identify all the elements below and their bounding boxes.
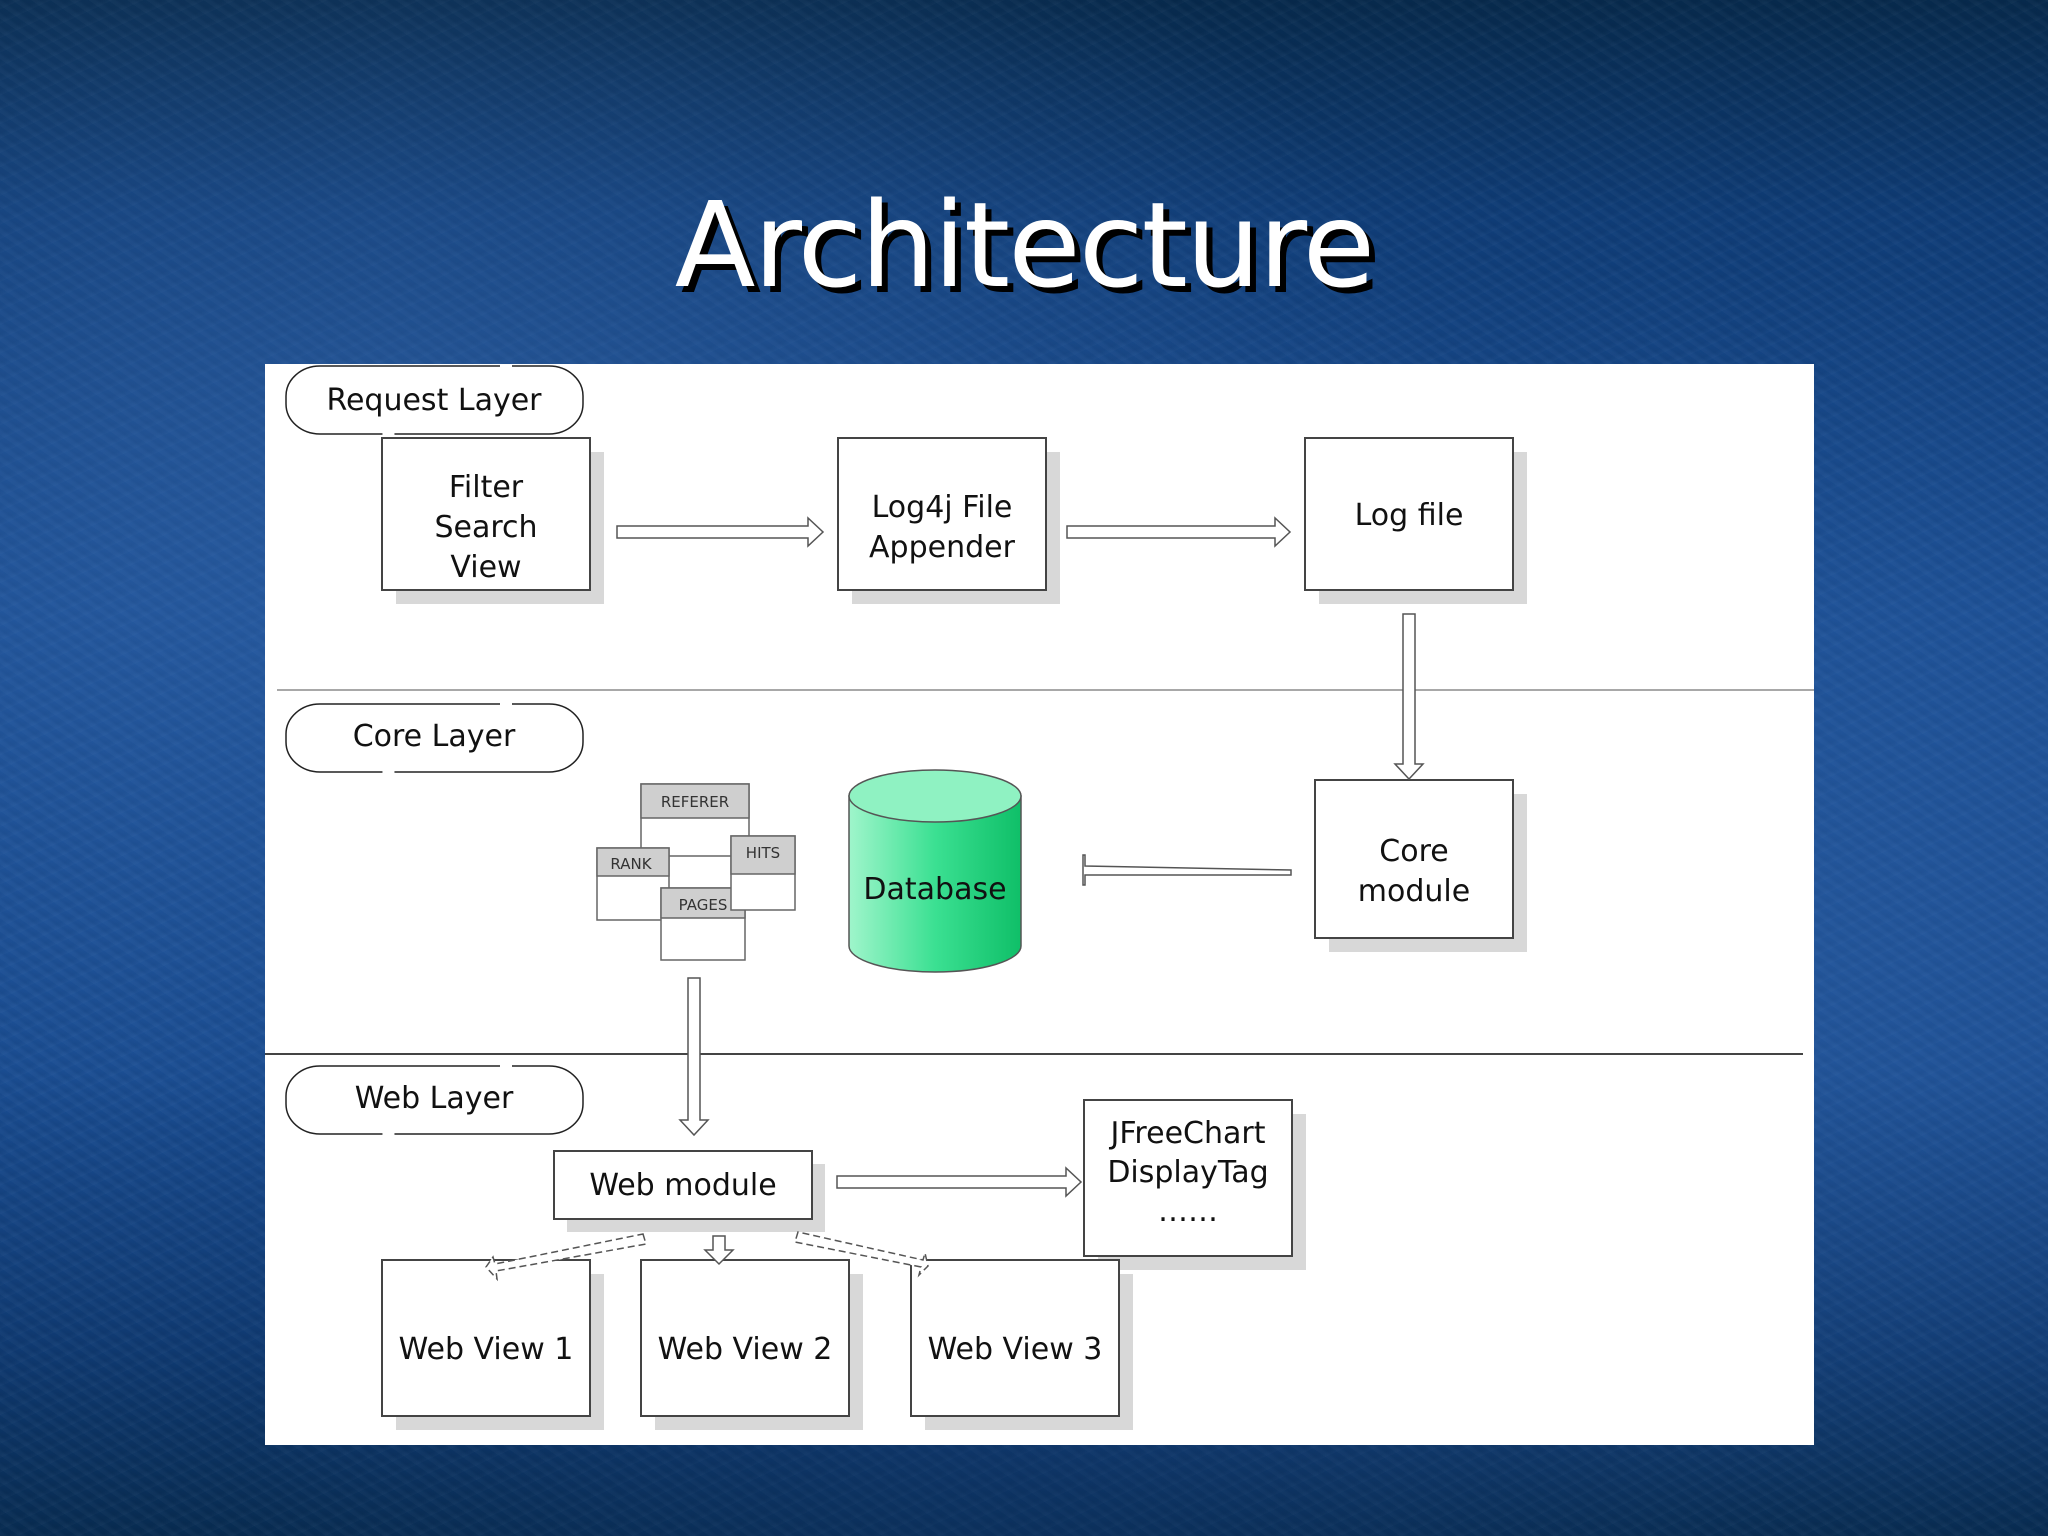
core-module-line-1: Core bbox=[1379, 834, 1448, 869]
arrow-logfile-to-core bbox=[1393, 613, 1425, 781]
web-module-label: Web module bbox=[589, 1168, 776, 1203]
table-referer: REFERER bbox=[640, 783, 750, 857]
web-view-2-box: Web View 2 bbox=[640, 1259, 863, 1430]
architecture-diagram: Request Layer Core Layer Web Layer Filte… bbox=[265, 364, 1814, 1445]
arrow-webmodule-to-charting bbox=[836, 1166, 1083, 1198]
table-hits-label: HITS bbox=[746, 844, 780, 862]
web-view-2-label: Web View 2 bbox=[658, 1332, 833, 1367]
web-view-1-label: Web View 1 bbox=[399, 1332, 574, 1367]
table-rank: RANK bbox=[596, 847, 670, 921]
table-pages-label: PAGES bbox=[679, 896, 728, 914]
database-label: Database bbox=[863, 872, 1006, 907]
layer-label-core: Core Layer bbox=[285, 703, 584, 773]
filter-line-1: Filter bbox=[449, 470, 524, 505]
log-file-label: Log file bbox=[1355, 498, 1464, 533]
log4j-appender-box: Log4j File Appender bbox=[837, 437, 1060, 604]
charting-line-1: JFreeChart bbox=[1109, 1116, 1266, 1151]
layer-label-core-text: Core Layer bbox=[353, 719, 516, 754]
database-tables-icon: REFERER RANK PAGES HITS bbox=[596, 783, 796, 961]
arrow-tables-to-webmodule bbox=[678, 977, 710, 1137]
table-hits: HITS bbox=[730, 835, 796, 911]
arrow-webmodule-to-view1 bbox=[485, 1233, 647, 1282]
table-referer-label: REFERER bbox=[661, 793, 729, 811]
core-module-line-2: module bbox=[1358, 874, 1470, 909]
arrow-appender-to-logfile bbox=[1066, 516, 1292, 548]
appender-line-1: Log4j File bbox=[872, 490, 1013, 525]
filter-search-view-box: Filter Search View bbox=[381, 437, 604, 604]
arrow-core-to-database bbox=[1082, 854, 1292, 886]
appender-line-2: Appender bbox=[869, 530, 1016, 565]
charting-line-2: DisplayTag bbox=[1107, 1155, 1268, 1190]
table-rank-label: RANK bbox=[610, 855, 652, 873]
log-file-box: Log file bbox=[1304, 437, 1527, 604]
arrow-webmodule-to-view3 bbox=[794, 1231, 929, 1278]
filter-line-3: View bbox=[450, 550, 521, 585]
charting-line-3: …… bbox=[1158, 1194, 1218, 1229]
web-view-3-box: Web View 3 bbox=[910, 1259, 1133, 1430]
database-cylinder: Database bbox=[848, 769, 1022, 973]
layer-label-web: Web Layer bbox=[285, 1065, 584, 1135]
web-view-3-label: Web View 3 bbox=[928, 1332, 1103, 1367]
charting-libraries-box: JFreeChart DisplayTag …… bbox=[1083, 1099, 1306, 1270]
arrow-webmodule-to-view2 bbox=[703, 1235, 735, 1266]
arrow-filter-to-appender bbox=[616, 516, 825, 548]
slide-title: Architecture bbox=[674, 176, 1375, 314]
web-module-box: Web module bbox=[553, 1150, 825, 1232]
core-module-box: Core module bbox=[1314, 779, 1527, 952]
layer-label-request-text: Request Layer bbox=[326, 383, 542, 418]
layer-label-request: Request Layer bbox=[285, 365, 584, 435]
filter-line-2: Search bbox=[434, 510, 537, 545]
layer-label-web-text: Web Layer bbox=[355, 1081, 514, 1116]
web-view-1-box: Web View 1 bbox=[381, 1259, 604, 1430]
